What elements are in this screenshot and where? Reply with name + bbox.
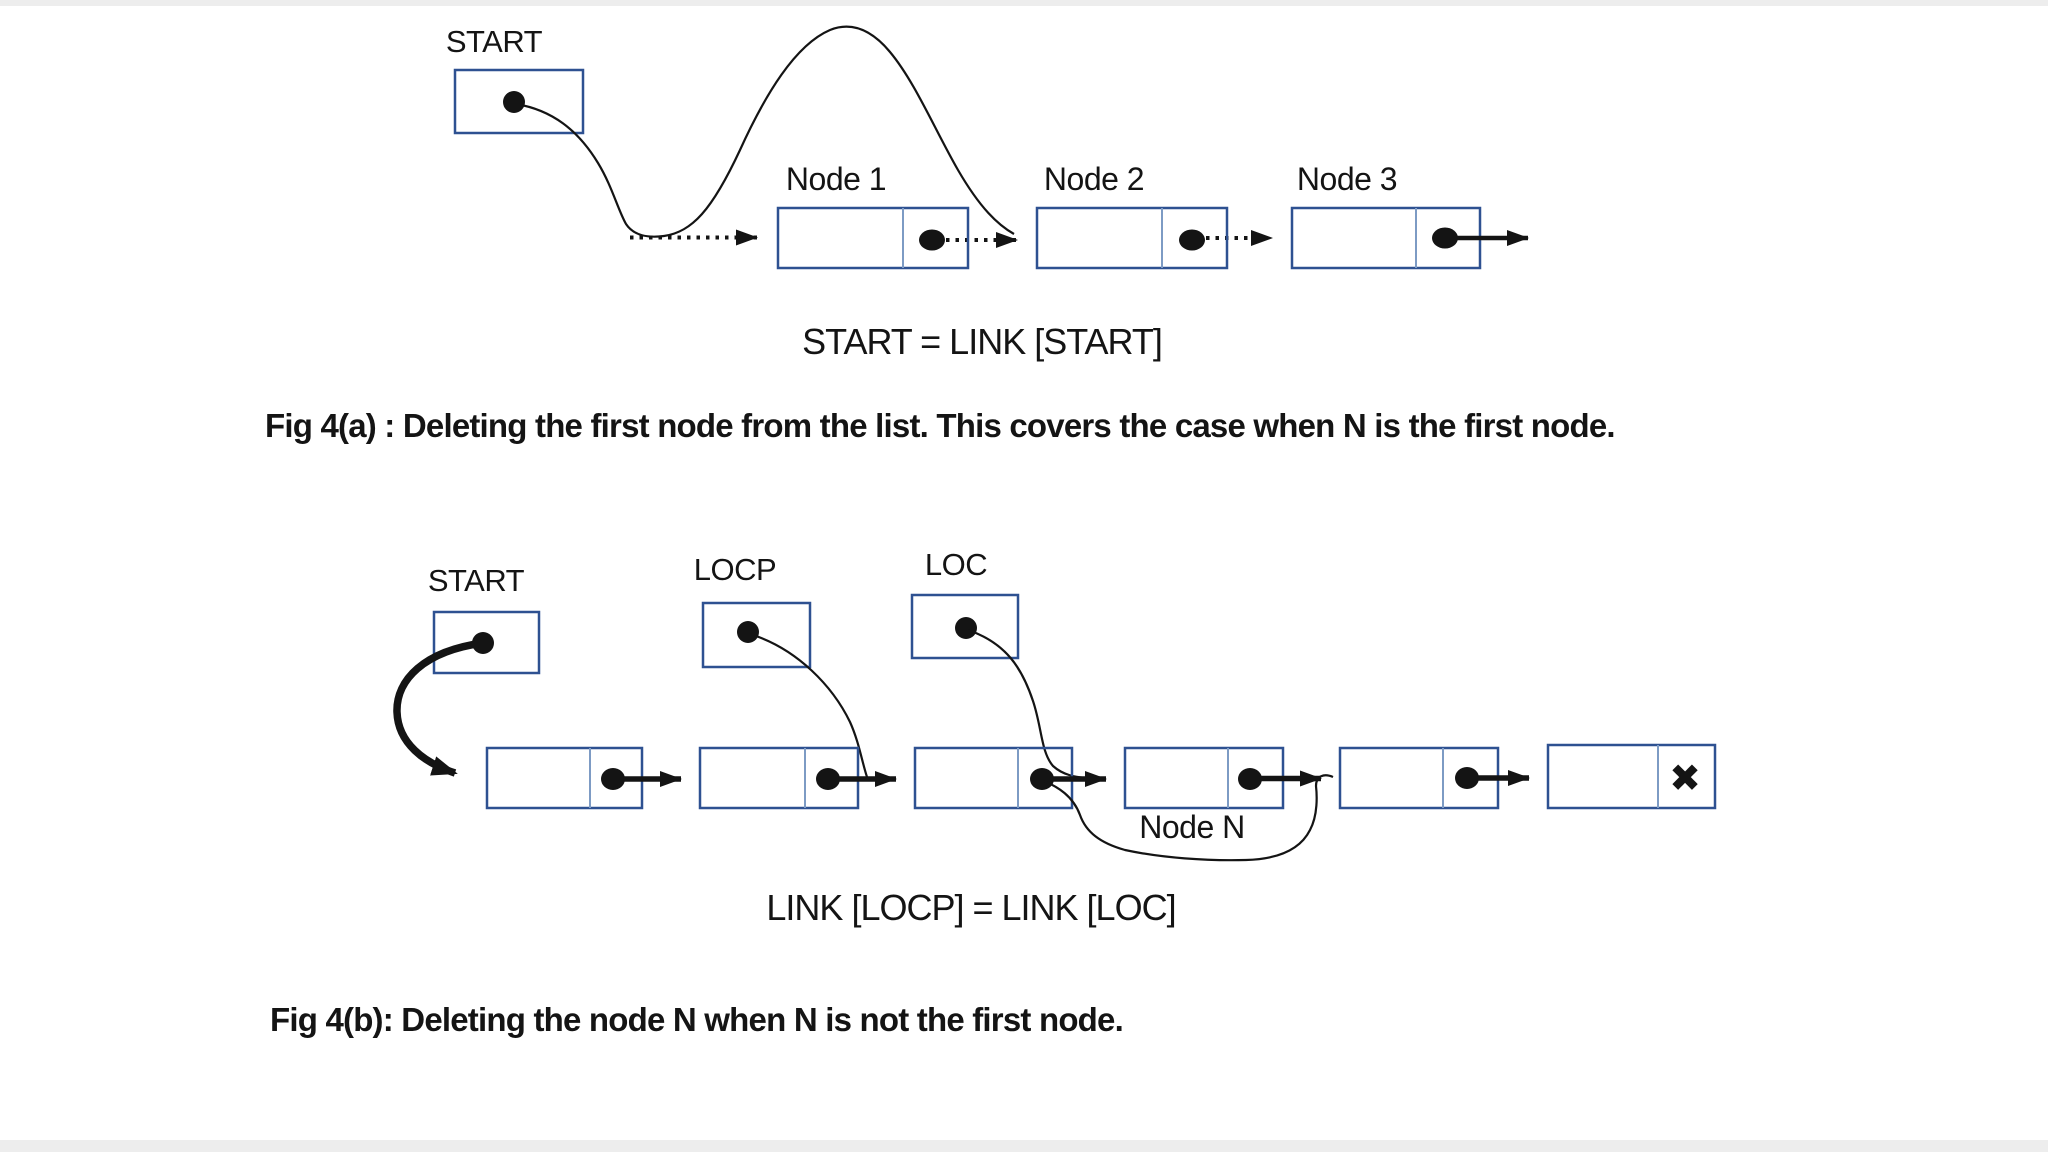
fig4b-start-box	[432, 610, 541, 675]
fig4a-node1-box	[776, 206, 970, 270]
fig4b-chain6-box	[1546, 743, 1717, 810]
fig4a-start-label: START	[446, 24, 543, 59]
fig4b-equation: LINK [LOCP] = LINK [LOC]	[766, 887, 1175, 928]
fig4a-node2-pointer-dot	[1179, 229, 1205, 251]
fig4a-start-pointer-dot	[503, 91, 525, 113]
fig4b-start-arc	[393, 639, 484, 777]
fig4b-loc-box	[910, 593, 1020, 660]
fig4b-locp-curve	[749, 632, 869, 778]
fig4b-locp-label: LOCP	[694, 552, 776, 587]
fig4b-loc-pointer-dot	[955, 617, 977, 639]
fig4a-node3-pointer-dot	[1432, 227, 1458, 249]
fig4b-loc-label: LOC	[925, 547, 987, 582]
fig4b-locp-box	[701, 601, 812, 669]
fig4b-bypass-link-curve	[1043, 774, 1334, 862]
fig4b-chain5-pointer-dot	[1455, 767, 1479, 789]
fig4a-start-box	[453, 68, 585, 135]
bottom-edge-strip	[0, 1140, 2048, 1152]
fig-4b-diagram: START LOCP LOC Node N	[270, 547, 1717, 1038]
fig4b-start-label: START	[428, 563, 525, 598]
fig4b-chain1-pointer-dot	[601, 768, 625, 790]
fig4b-chain3-pointer-dot	[1030, 768, 1054, 790]
fig4a-node2-label: Node 2	[1044, 161, 1144, 197]
fig4b-loc-curve	[967, 628, 1087, 780]
fig4a-start-pointer-curve	[515, 25, 1015, 238]
fig4b-null-x-icon: ✖	[1669, 756, 1701, 800]
fig4a-node1-pointer-dot	[919, 229, 945, 251]
fig4b-node-n-pointer-dot	[1238, 768, 1262, 790]
fig-4a-diagram: START Node 1 Node 2 Node 3 START = LINK …	[265, 24, 1616, 444]
fig4b-caption: Fig 4(b): Deleting the node N when N is …	[270, 1001, 1123, 1038]
fig4a-node1-label: Node 1	[786, 161, 886, 197]
fig4b-node-n-label: Node N	[1139, 809, 1245, 845]
fig4b-locp-pointer-dot	[737, 621, 759, 643]
fig4a-caption: Fig 4(a) : Deleting the first node from …	[265, 407, 1615, 444]
fig4a-equation: START = LINK [START]	[802, 321, 1162, 362]
fig4a-node2-box	[1035, 206, 1229, 270]
fig4b-chain2-pointer-dot	[816, 768, 840, 790]
top-edge-strip	[0, 0, 2048, 6]
fig4a-node3-label: Node 3	[1297, 161, 1397, 197]
